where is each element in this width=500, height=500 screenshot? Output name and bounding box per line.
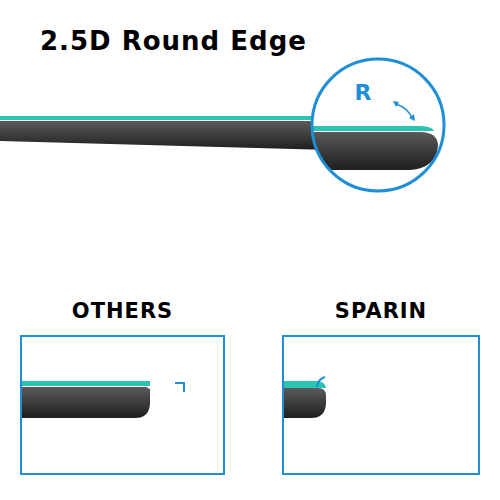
zoomed-edge	[300, 58, 445, 192]
square-edge	[22, 381, 184, 418]
rotate-arrow	[396, 104, 412, 118]
compare-box: SPARIN	[282, 335, 480, 475]
circle-outline	[312, 59, 444, 191]
box-heading: OTHERS	[72, 299, 173, 323]
round-edge	[284, 377, 326, 418]
circle-outline	[310, 57, 446, 193]
compare-box: OTHERS	[20, 335, 225, 475]
radius-label: R	[355, 80, 372, 105]
zoom-circle: R	[310, 57, 446, 193]
title: 2.5D Round Edge	[40, 26, 307, 56]
device-body	[0, 116, 330, 150]
arrow-head	[409, 114, 415, 121]
box-heading: SPARIN	[335, 299, 427, 323]
arrow-head	[393, 101, 399, 107]
